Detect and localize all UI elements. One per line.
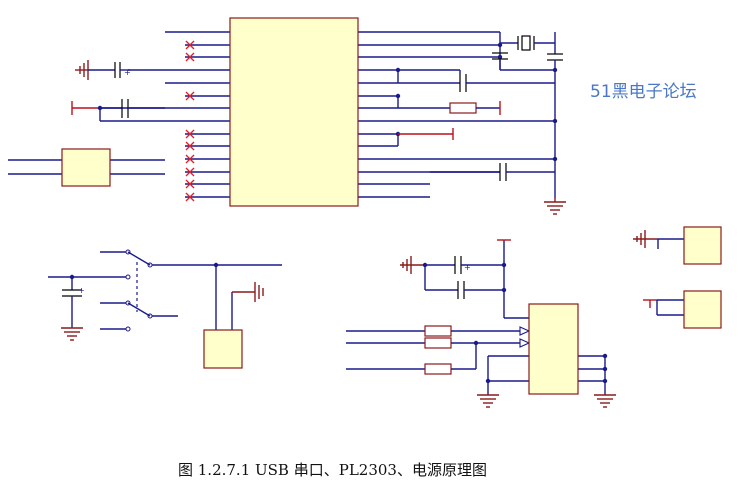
svg-text:+: +: [78, 286, 85, 295]
no-connect-marks: [185, 40, 195, 202]
svg-text:+: +: [464, 263, 471, 272]
left-power-capacitor: [71, 99, 165, 122]
pl2303-chip: [100, 17, 555, 207]
support-components: [395, 67, 555, 181]
left-ground-capacitor: +: [75, 60, 131, 80]
crystal-oscillator: [492, 32, 563, 198]
regulator-section: +: [346, 239, 616, 408]
watermark-text: 51黑电子论坛: [590, 82, 697, 102]
usb-connector-block: [8, 148, 165, 187]
ground-symbol-main: [544, 198, 566, 215]
svg-text:+: +: [124, 68, 131, 77]
power-switch-section: +: [48, 249, 282, 369]
right-connectors: [633, 226, 722, 329]
figure-caption: 图 1.2.7.1 USB 串口、PL2303、电源原理图: [178, 461, 487, 479]
